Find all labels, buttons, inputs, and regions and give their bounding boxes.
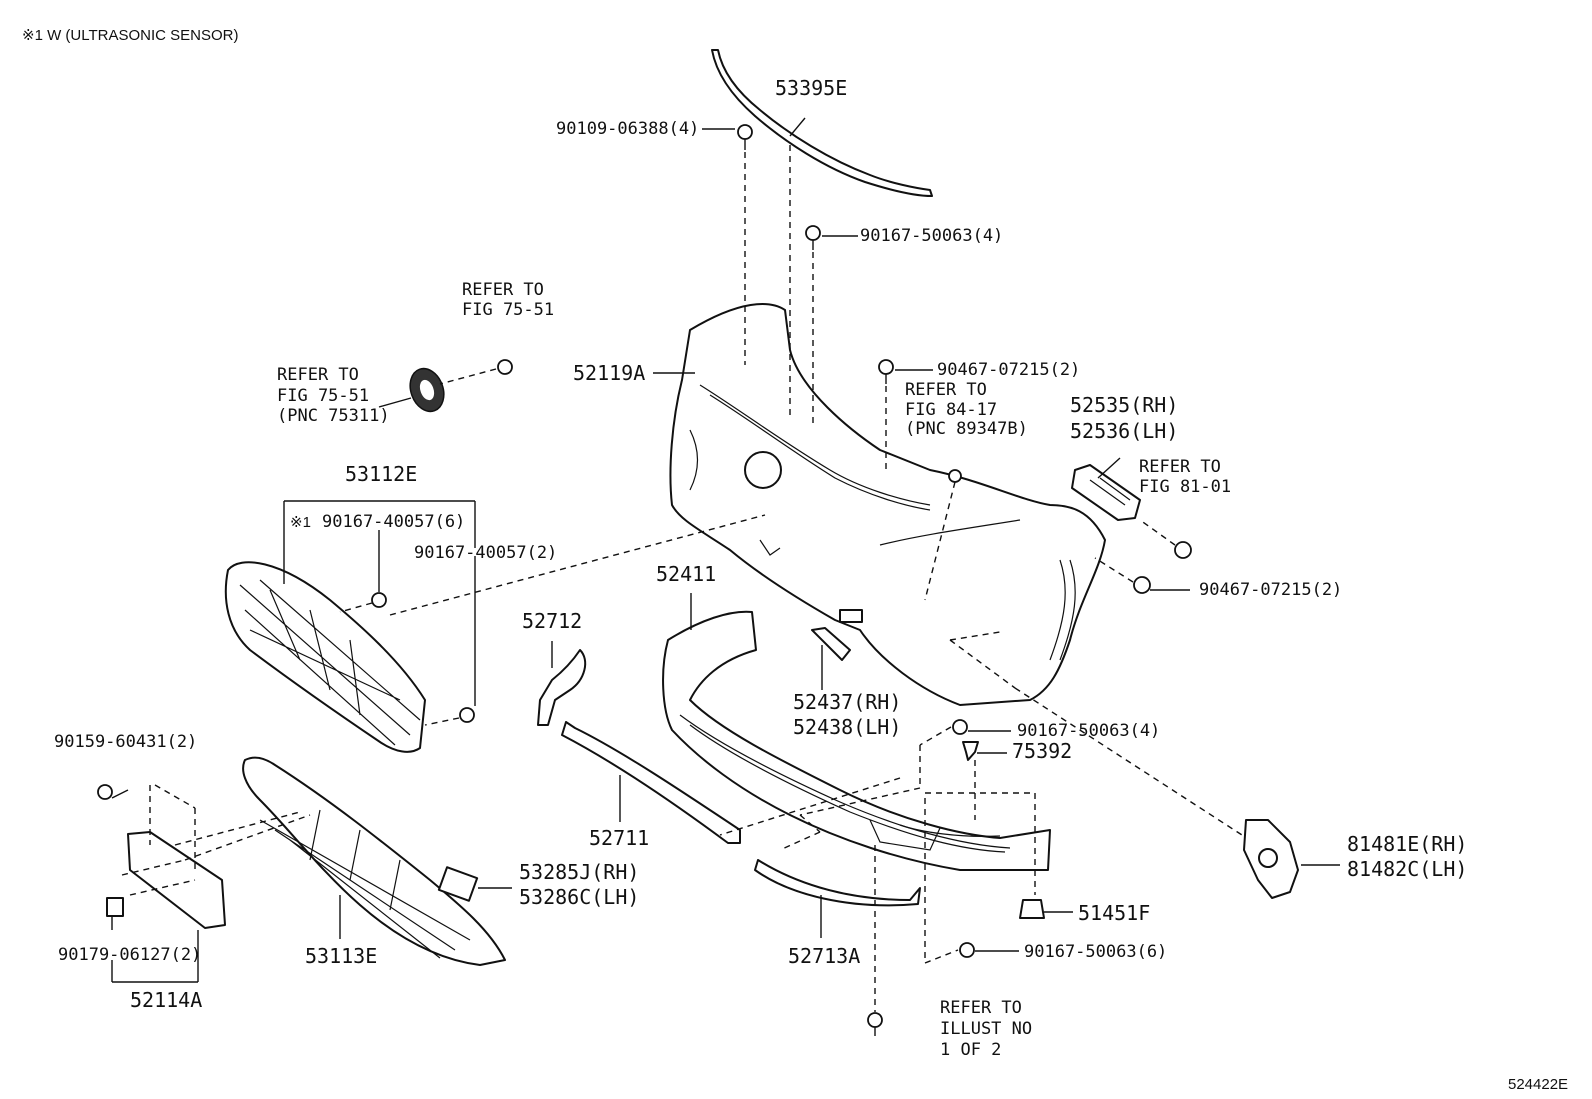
callout-53286C: 53286C(LH) (519, 885, 639, 909)
clip-52437 (811, 627, 851, 661)
bolt-icon (952, 719, 968, 735)
refer-84-17-line1: REFER TO (905, 380, 987, 400)
callout-52119A: 52119A (573, 361, 645, 385)
strip-52711 (561, 721, 741, 844)
moulding-53395E (711, 49, 933, 197)
refer-81-01-line1: REFER TO (1139, 457, 1221, 477)
callout-52438: 52438(LH) (793, 715, 901, 739)
clip-51451F (1019, 899, 1045, 919)
callout-90167-50063-top: 90167-50063(4) (860, 226, 1003, 246)
bracket-52712 (537, 649, 587, 726)
bolt-icon (959, 942, 975, 958)
callout-90467-07215-top: 90467-07215(2) (937, 360, 1080, 380)
refer-illust-line3: 1 OF 2 (940, 1040, 1001, 1060)
callout-90167-50063-mid: 90167-50063(4) (1017, 721, 1160, 741)
refer-75-51-a-line1: REFER TO (462, 280, 544, 300)
callout-52712: 52712 (522, 609, 582, 633)
callout-81482C: 81482C(LH) (1347, 857, 1467, 881)
callout-labels: ※1 W (ULTRASONIC SENSOR) 53395E 90109-06… (22, 27, 1568, 1093)
refer-75-51-b-line1: REFER TO (277, 365, 359, 385)
refer-75-51-b-line3: (PNC 75311) (277, 406, 390, 426)
refer-illust-line1: REFER TO (940, 998, 1022, 1018)
callout-90167-40057-6: 90167-40057(6) (322, 512, 465, 532)
callout-52114A: 52114A (130, 988, 202, 1012)
callout-53112E: 53112E (345, 462, 417, 486)
figure-code: 524422E (1508, 1076, 1568, 1093)
bumper-cover-52119A (669, 303, 1106, 706)
bracket-52535 (1071, 464, 1141, 521)
bolt-icon (97, 784, 113, 800)
callout-53113E: 53113E (305, 944, 377, 968)
refer-84-17-line3: (PNC 89347B) (905, 419, 1028, 439)
bolt-icon (1133, 576, 1151, 594)
assembly-lines (121, 145, 1243, 1012)
callout-75392: 75392 (1012, 739, 1072, 763)
callout-52713A: 52713A (788, 944, 860, 968)
refer-75-51-a-line2: FIG 75-51 (462, 300, 554, 320)
callout-90179-06127: 90179-06127(2) (58, 945, 201, 965)
bolt-icon (1174, 541, 1192, 559)
callout-81481E: 81481E(RH) (1347, 832, 1467, 856)
bolt-icon (459, 707, 475, 723)
callout-51451F: 51451F (1078, 901, 1150, 925)
bolt-icon (497, 359, 513, 375)
callout-53285J: 53285J(RH) (519, 860, 639, 884)
clip-75392 (962, 741, 979, 761)
bolt-icon (737, 124, 753, 150)
refer-84-17-line2: FIG 84-17 (905, 400, 997, 420)
callout-90467-07215-right: 90467-07215(2) (1199, 580, 1342, 600)
leader-lines (111, 117, 1340, 983)
grille-53112E (224, 561, 426, 753)
bolt-icon (805, 225, 821, 250)
callout-90159-60431: 90159-60431(2) (54, 732, 197, 752)
callout-90109-06388: 90109-06388(4) (556, 119, 699, 139)
bracket-81481E (1243, 819, 1299, 899)
callout-52711: 52711 (589, 826, 649, 850)
callout-53395E: 53395E (775, 76, 847, 100)
bolt-icon (878, 359, 894, 384)
bolt-icon (867, 1012, 883, 1036)
lower-bumper-52411 (662, 610, 1051, 871)
plate-52114A (106, 831, 226, 929)
callout-52411: 52411 (656, 562, 716, 586)
refer-illust-line2: ILLUST NO (940, 1019, 1032, 1039)
callout-90167-50063-6: 90167-50063(6) (1024, 942, 1167, 962)
callout-52535: 52535(RH) (1070, 393, 1178, 417)
callout-mark-1: ※1 (290, 514, 311, 531)
callout-52536: 52536(LH) (1070, 419, 1178, 443)
bolt-icon (948, 469, 962, 483)
strip-52713A (754, 859, 921, 907)
bolt-icon (371, 592, 387, 608)
lower-grille-53113E (242, 756, 506, 966)
emblem (409, 367, 445, 413)
callout-52437: 52437(RH) (793, 690, 901, 714)
callout-90167-40057-2: 90167-40057(2) (414, 543, 557, 563)
refer-81-01-line2: FIG 81-01 (1139, 477, 1231, 497)
header-note: ※1 W (ULTRASONIC SENSOR) (22, 27, 238, 44)
refer-75-51-b-line2: FIG 75-51 (277, 386, 369, 406)
